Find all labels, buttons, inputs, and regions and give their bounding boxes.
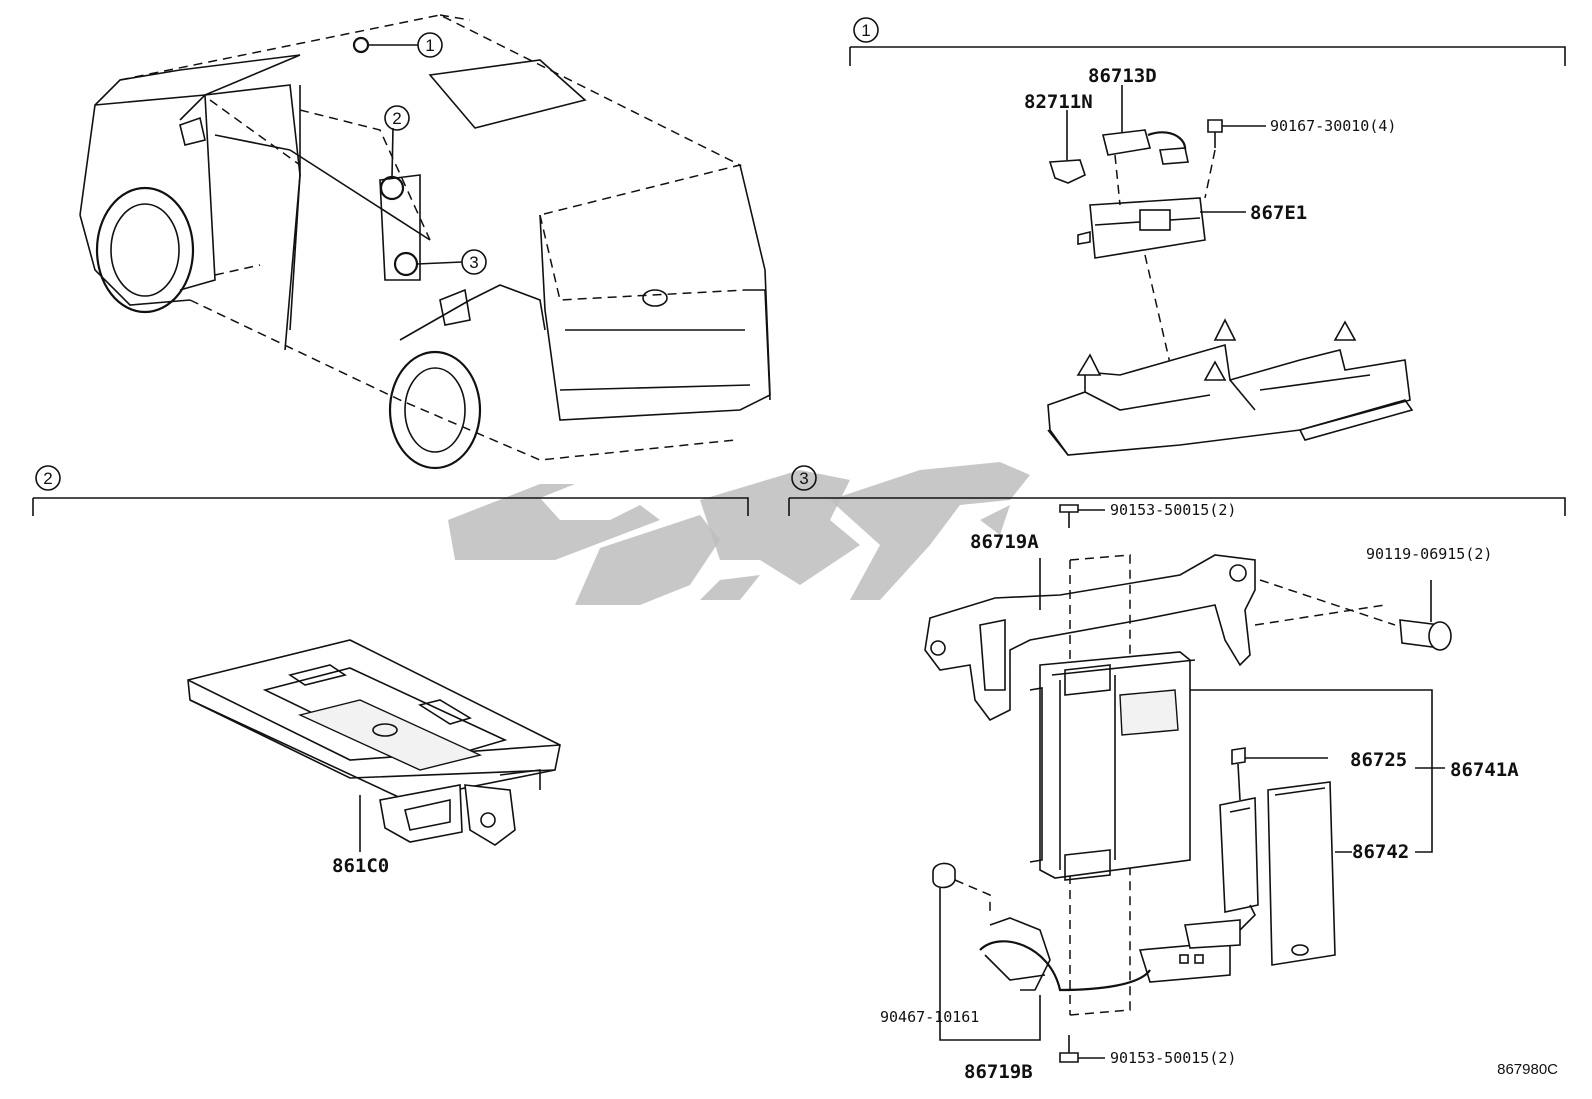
- part-90119-06915: 90119-06915(2): [1366, 545, 1492, 563]
- section-1-frame: [849, 17, 1566, 66]
- part-82711N: 82711N: [1024, 91, 1093, 113]
- vehicle-illustration: [79, 14, 771, 470]
- location-marker-3: [393, 251, 419, 277]
- part-86719B: 86719B: [964, 1061, 1033, 1083]
- section-2-number: 2: [43, 469, 52, 488]
- part-90467-10161: 90467-10161: [880, 1008, 979, 1026]
- part-86719A: 86719A: [970, 531, 1039, 553]
- section-2-frame: [32, 465, 749, 516]
- part-86713D: 86713D: [1088, 65, 1157, 87]
- section-2-parts: [187, 639, 561, 852]
- part-867E1: 867E1: [1250, 202, 1307, 224]
- section-1-parts: [1047, 85, 1414, 456]
- part-86725: 86725: [1350, 749, 1407, 771]
- reference-code: 867980C: [1497, 1061, 1558, 1078]
- part-90167-30010: 90167-30010(4): [1270, 117, 1396, 135]
- part-86742: 86742: [1352, 841, 1409, 863]
- vehicle-callout-2: 2: [392, 109, 401, 128]
- part-90153-50015-bottom: 90153-50015(2): [1110, 1049, 1236, 1067]
- section-3-frame: [788, 465, 1566, 516]
- location-marker-1: [352, 36, 370, 54]
- part-86741A: 86741A: [1450, 759, 1519, 781]
- section-1-number: 1: [861, 21, 870, 40]
- vehicle-callout-1: 1: [425, 36, 434, 55]
- part-861C0: 861C0: [332, 855, 389, 877]
- part-90153-50015-top: 90153-50015(2): [1110, 501, 1236, 519]
- watermark-logo: [448, 462, 1030, 605]
- vehicle-callout-3: 3: [469, 253, 478, 272]
- location-marker-2: [379, 175, 405, 201]
- section-3-parts: [924, 504, 1452, 1063]
- section-3-number: 3: [799, 469, 808, 488]
